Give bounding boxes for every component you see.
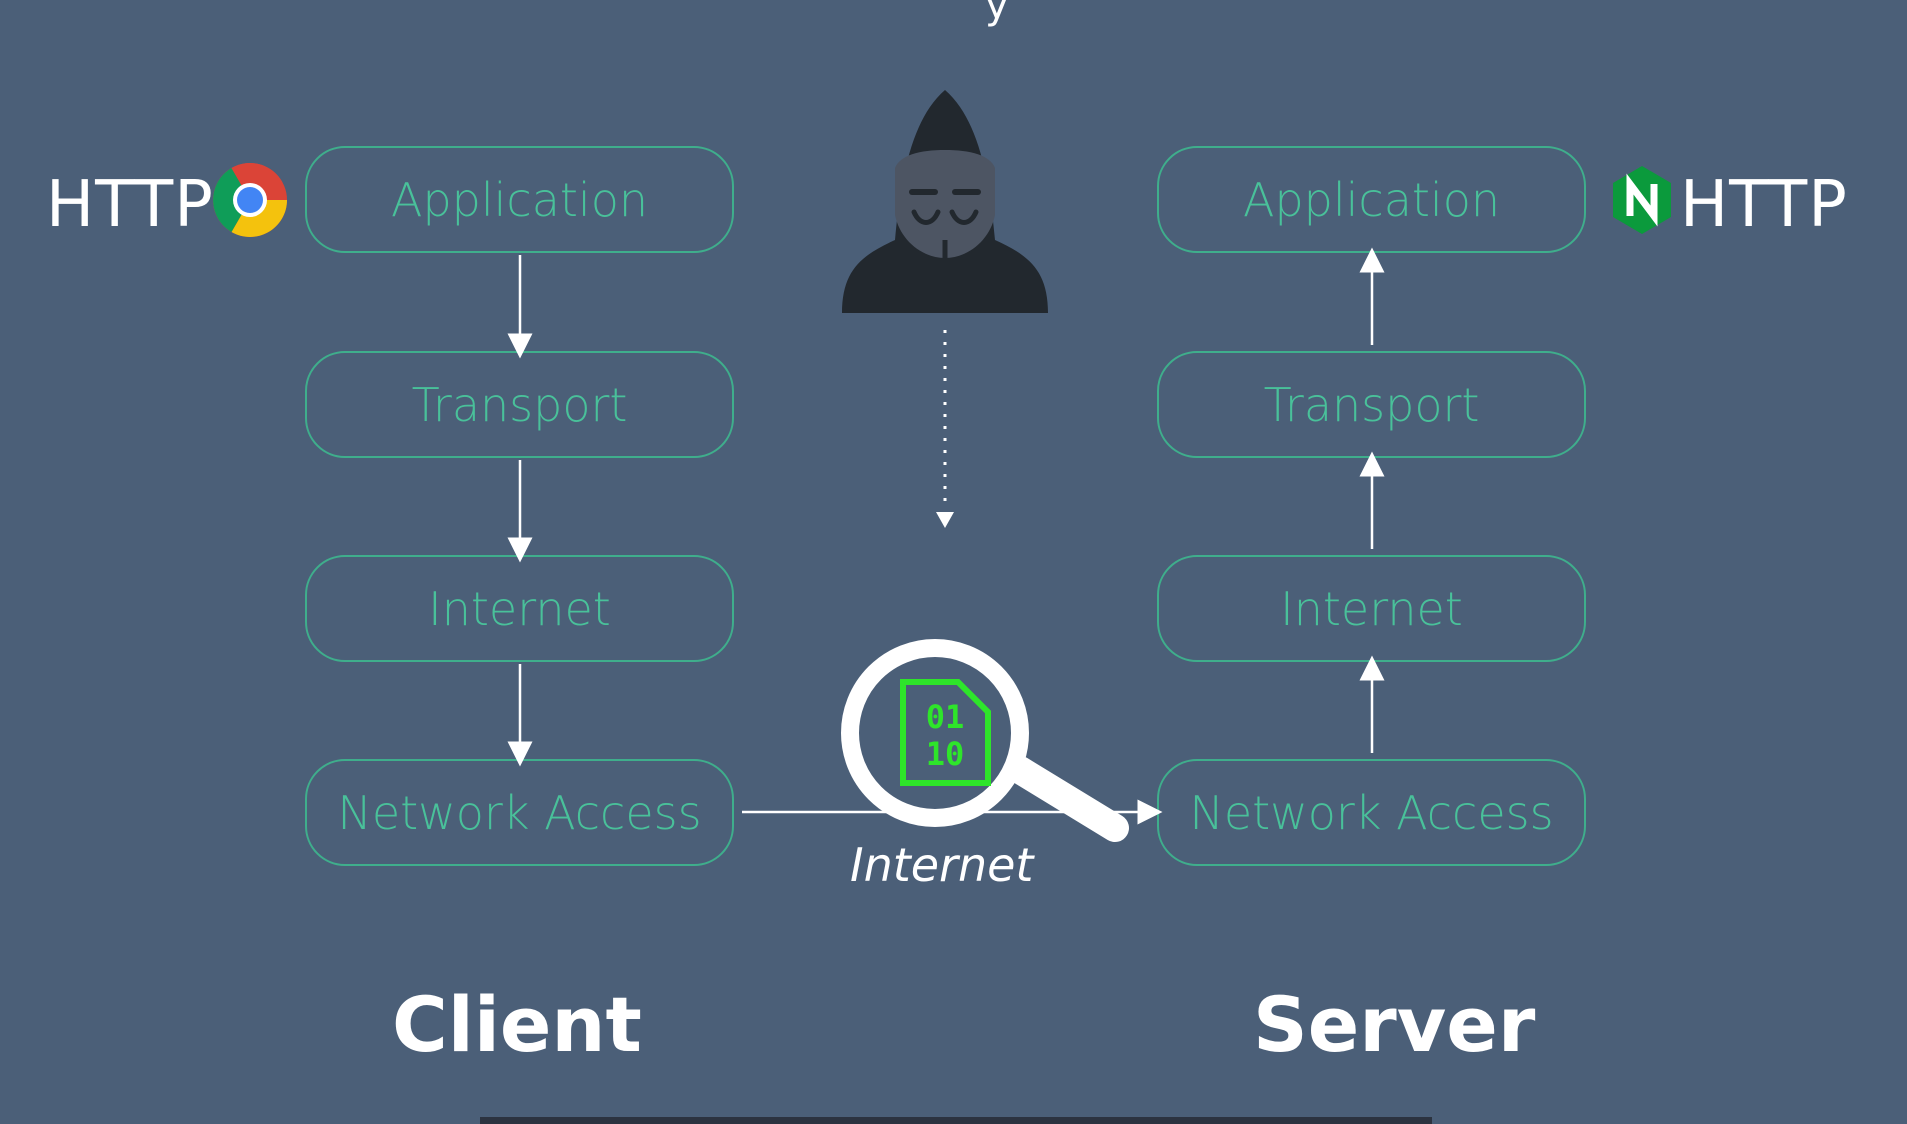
server-layer-application: Application bbox=[1157, 146, 1586, 253]
client-layer-application: Application bbox=[305, 146, 734, 253]
binary-row-1: 01 bbox=[926, 698, 965, 736]
binary-row-2: 10 bbox=[926, 735, 965, 773]
attacker-arrowhead bbox=[936, 512, 954, 528]
hacker-icon bbox=[842, 90, 1048, 313]
internet-link-label: Internet bbox=[850, 838, 1034, 892]
nginx-icon bbox=[1613, 166, 1671, 234]
server-protocol-label: HTTP bbox=[1680, 168, 1848, 242]
server-layer-network-access: Network Access bbox=[1157, 759, 1586, 866]
server-label: Server bbox=[1253, 980, 1536, 1069]
title-fragment: y bbox=[985, 0, 1009, 28]
bottom-progress-bar bbox=[480, 1117, 1432, 1124]
client-protocol-label: HTTP bbox=[46, 168, 214, 242]
magnifier-icon: 01 10 bbox=[841, 639, 1129, 842]
client-layer-internet: Internet bbox=[305, 555, 734, 662]
client-label: Client bbox=[392, 980, 642, 1069]
binary-file-icon bbox=[900, 679, 991, 786]
chrome-icon bbox=[213, 163, 287, 237]
